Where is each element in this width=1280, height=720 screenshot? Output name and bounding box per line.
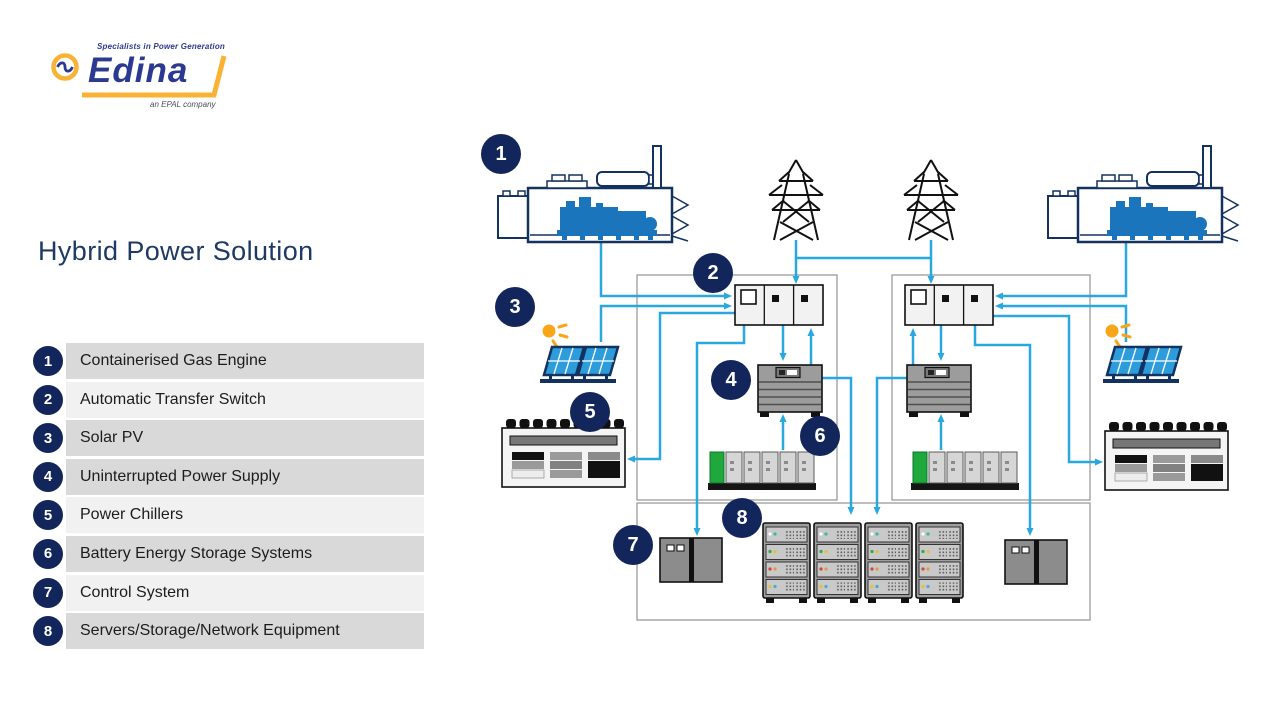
legend-row: 1 Containerised Gas Engine (33, 343, 424, 379)
gas-engine-icon (496, 144, 690, 244)
ups-icon (906, 364, 972, 418)
legend-number-badge: 5 (33, 500, 63, 531)
connection-lines (599, 240, 1128, 536)
legend: 1 Containerised Gas Engine 2 Automatic T… (33, 343, 424, 652)
legend-label: Uninterrupted Power Supply (66, 458, 424, 495)
diagram-badge-3: 3 (495, 287, 535, 327)
control-system-icon (1004, 539, 1068, 585)
diagram-badge-2: 2 (693, 253, 733, 293)
pylon-icon (903, 159, 959, 241)
server-rack-icon (762, 522, 811, 604)
logo-mark-icon (51, 53, 79, 81)
server-rack-icon (864, 522, 913, 604)
legend-label: Containerised Gas Engine (66, 343, 424, 379)
diagram-badge-5: 5 (570, 392, 610, 432)
legend-label: Servers/Storage/Network Equipment (66, 613, 424, 650)
solar-pv-icon (538, 323, 620, 385)
power-chiller-icon (1104, 421, 1229, 491)
diagram-badge-8: 8 (722, 498, 762, 538)
legend-number-badge: 6 (33, 538, 63, 569)
logo-swoosh-icon (82, 55, 227, 98)
legend-row: 2 Automatic Transfer Switch (33, 381, 424, 418)
diagram-badge-1: 1 (481, 134, 521, 174)
battery-icon (910, 451, 1020, 491)
page-title: Hybrid Power Solution (38, 236, 314, 266)
legend-number-badge: 4 (33, 461, 63, 492)
solar-pv-icon (1101, 323, 1183, 385)
legend-row: 5 Power Chillers (33, 497, 424, 534)
legend-number-badge: 2 (33, 384, 63, 415)
legend-label: Automatic Transfer Switch (66, 381, 424, 418)
legend-row: 6 Battery Energy Storage Systems (33, 535, 424, 572)
legend-row: 3 Solar PV (33, 420, 424, 457)
diagram-badge-6: 6 (800, 416, 840, 456)
power-chiller-icon (501, 418, 626, 488)
gas-engine-icon (1046, 144, 1240, 244)
legend-label: Control System (66, 574, 424, 611)
legend-row: 8 Servers/Storage/Network Equipment (33, 613, 424, 650)
legend-label: Battery Energy Storage Systems (66, 535, 424, 572)
battery-icon (707, 451, 817, 491)
control-system-icon (659, 537, 723, 583)
legend-row: 7 Control System (33, 574, 424, 611)
edina-logo: Specialists in Power Generation Edina an… (50, 38, 250, 116)
legend-row: 4 Uninterrupted Power Supply (33, 458, 424, 495)
diagram-badge-4: 4 (711, 360, 751, 400)
legend-label: Solar PV (66, 420, 424, 457)
legend-number-badge: 8 (33, 616, 63, 647)
cluster-box-right (891, 274, 1091, 501)
diagram-badge-7: 7 (613, 525, 653, 565)
legend-number-badge: 3 (33, 423, 63, 454)
logo-subtitle: an EPAL company (150, 100, 216, 109)
legend-number-badge: 1 (33, 346, 63, 376)
ats-icon (734, 284, 824, 326)
ups-icon (757, 364, 823, 418)
logo-brand: Edina (88, 51, 189, 90)
ats-icon (904, 284, 994, 326)
legend-label: Power Chillers (66, 497, 424, 534)
pylon-icon (768, 159, 824, 241)
logo-tagline: Specialists in Power Generation (97, 42, 226, 51)
server-rack-icon (813, 522, 862, 604)
server-rack-icon (915, 522, 964, 604)
legend-number-badge: 7 (33, 577, 63, 608)
